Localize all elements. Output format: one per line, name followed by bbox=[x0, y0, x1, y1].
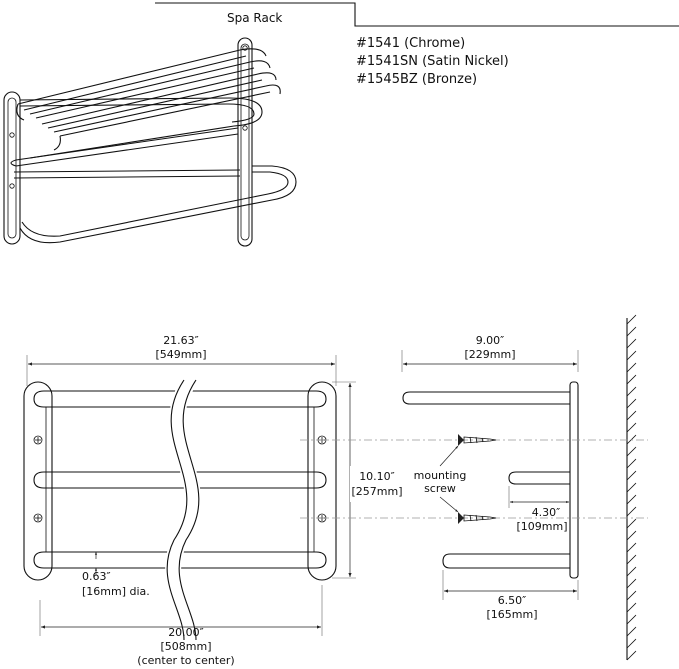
model-chrome: #1541 (Chrome) bbox=[356, 36, 465, 51]
left-lower-screw-icon bbox=[33, 513, 43, 523]
rear-wall-plate bbox=[237, 37, 253, 247]
height-inch-label: 10.10″ bbox=[359, 470, 395, 483]
mid-inch-label: 4.30″ bbox=[532, 506, 561, 519]
center-note-label: (center to center) bbox=[137, 654, 234, 667]
page-title: Spa Rack bbox=[227, 11, 282, 25]
bottom-inch-label: 6.50″ bbox=[498, 594, 527, 607]
height-mm-label: [257mm] bbox=[351, 485, 402, 498]
bottom-rail bbox=[33, 551, 327, 569]
shelf-bars bbox=[16, 48, 281, 151]
diameter-mm-label: [16mm] dia. bbox=[82, 585, 150, 598]
left-wall-plate bbox=[23, 381, 53, 581]
mid-mm-label: [109mm] bbox=[516, 520, 567, 533]
upper-screw-icon bbox=[458, 434, 497, 446]
diameter-inch-label: 0.63″ bbox=[82, 570, 111, 583]
front-rails bbox=[33, 390, 327, 569]
lower-towel-bar bbox=[19, 165, 297, 244]
header-frame: Spa Rack bbox=[155, 2, 679, 27]
screw-label: screw bbox=[424, 482, 456, 495]
center-mm-label: [508mm] bbox=[160, 640, 211, 653]
shelf-front-arm bbox=[19, 97, 263, 159]
center-inch-label: 20.00″ bbox=[168, 626, 204, 639]
side-wall-plate bbox=[569, 381, 579, 579]
model-bronze: #1545BZ (Bronze) bbox=[356, 72, 477, 87]
middle-rail bbox=[15, 127, 239, 161]
front-elevation-view: 21.63″ [549mm] bbox=[23, 334, 406, 667]
depth-inch-label: 9.00″ bbox=[476, 334, 505, 347]
mounting-label: mounting bbox=[414, 469, 467, 482]
model-satin-nickel: #1541SN (Satin Nickel) bbox=[356, 54, 509, 69]
wall-hatching bbox=[626, 314, 637, 661]
bottom-arm bbox=[442, 553, 570, 569]
depth-mm-label: [229mm] bbox=[464, 348, 515, 361]
left-upper-screw-icon bbox=[33, 435, 43, 445]
right-wall-plate bbox=[307, 381, 337, 581]
break-symbol bbox=[165, 375, 201, 641]
width-mm-label: [549mm] bbox=[155, 348, 206, 361]
front-wall-plate bbox=[3, 91, 21, 245]
model-list: #1541 (Chrome) #1541SN (Satin Nickel) #1… bbox=[356, 36, 509, 87]
width-inch-label: 21.63″ bbox=[163, 334, 199, 347]
bottom-mm-label: [165mm] bbox=[486, 608, 537, 621]
side-elevation-view: 9.00″ [229mm] mounting screw 4.30″ bbox=[300, 314, 648, 661]
top-arm bbox=[402, 391, 570, 405]
top-rail bbox=[33, 390, 327, 408]
product-perspective-drawing bbox=[3, 37, 297, 247]
middle-rail-front bbox=[33, 471, 327, 489]
lower-screw-icon bbox=[458, 512, 497, 524]
middle-arm bbox=[508, 471, 570, 485]
